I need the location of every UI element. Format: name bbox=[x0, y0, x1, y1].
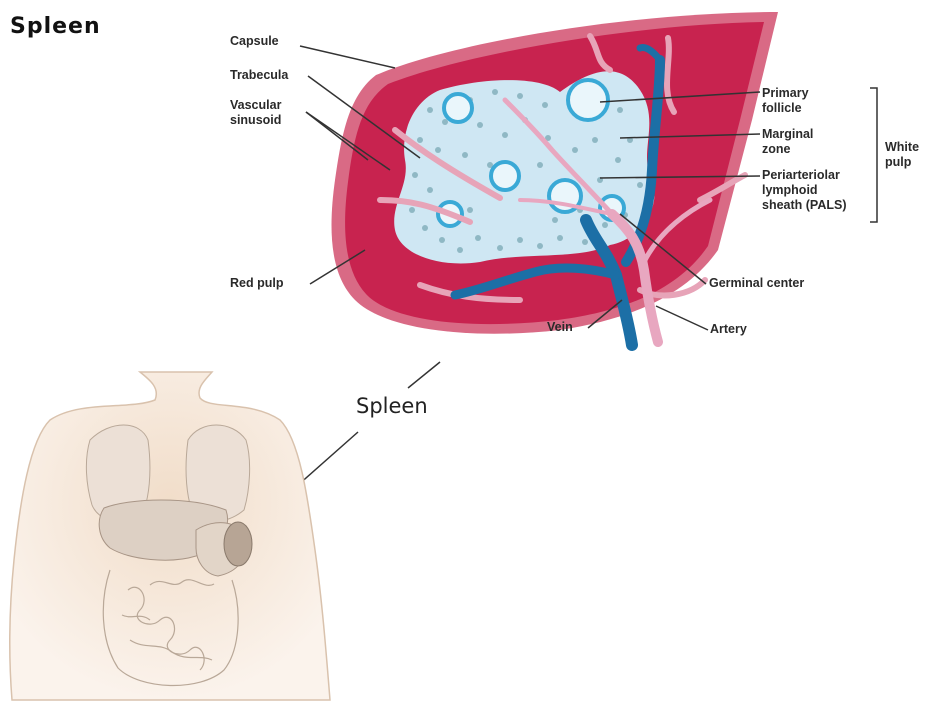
label-pals: Periarteriolar lymphoid sheath (PALS) bbox=[762, 168, 847, 213]
label-red-pulp: Red pulp bbox=[230, 276, 283, 291]
label-trabecula: Trabecula bbox=[230, 68, 288, 83]
follicle bbox=[568, 80, 608, 120]
label-primary-follicle: Primary follicle bbox=[762, 86, 809, 116]
label-vascular-sinusoid: Vascular sinusoid bbox=[230, 98, 281, 128]
spleen-organ bbox=[224, 522, 252, 566]
label-capsule: Capsule bbox=[230, 34, 279, 49]
label-white-pulp: White pulp bbox=[885, 140, 919, 170]
white-pulp-region bbox=[394, 71, 654, 263]
follicle bbox=[444, 94, 472, 122]
follicle bbox=[491, 162, 519, 190]
label-artery: Artery bbox=[710, 322, 747, 337]
spleen-section bbox=[332, 12, 778, 345]
label-marginal-zone: Marginal zone bbox=[762, 127, 813, 157]
torso-illustration bbox=[10, 372, 330, 700]
label-vein: Vein bbox=[547, 320, 573, 335]
diagram-title: Spleen bbox=[10, 14, 101, 39]
label-germinal-center: Germinal center bbox=[709, 276, 804, 291]
body-spleen-callout: Spleen bbox=[356, 394, 428, 418]
